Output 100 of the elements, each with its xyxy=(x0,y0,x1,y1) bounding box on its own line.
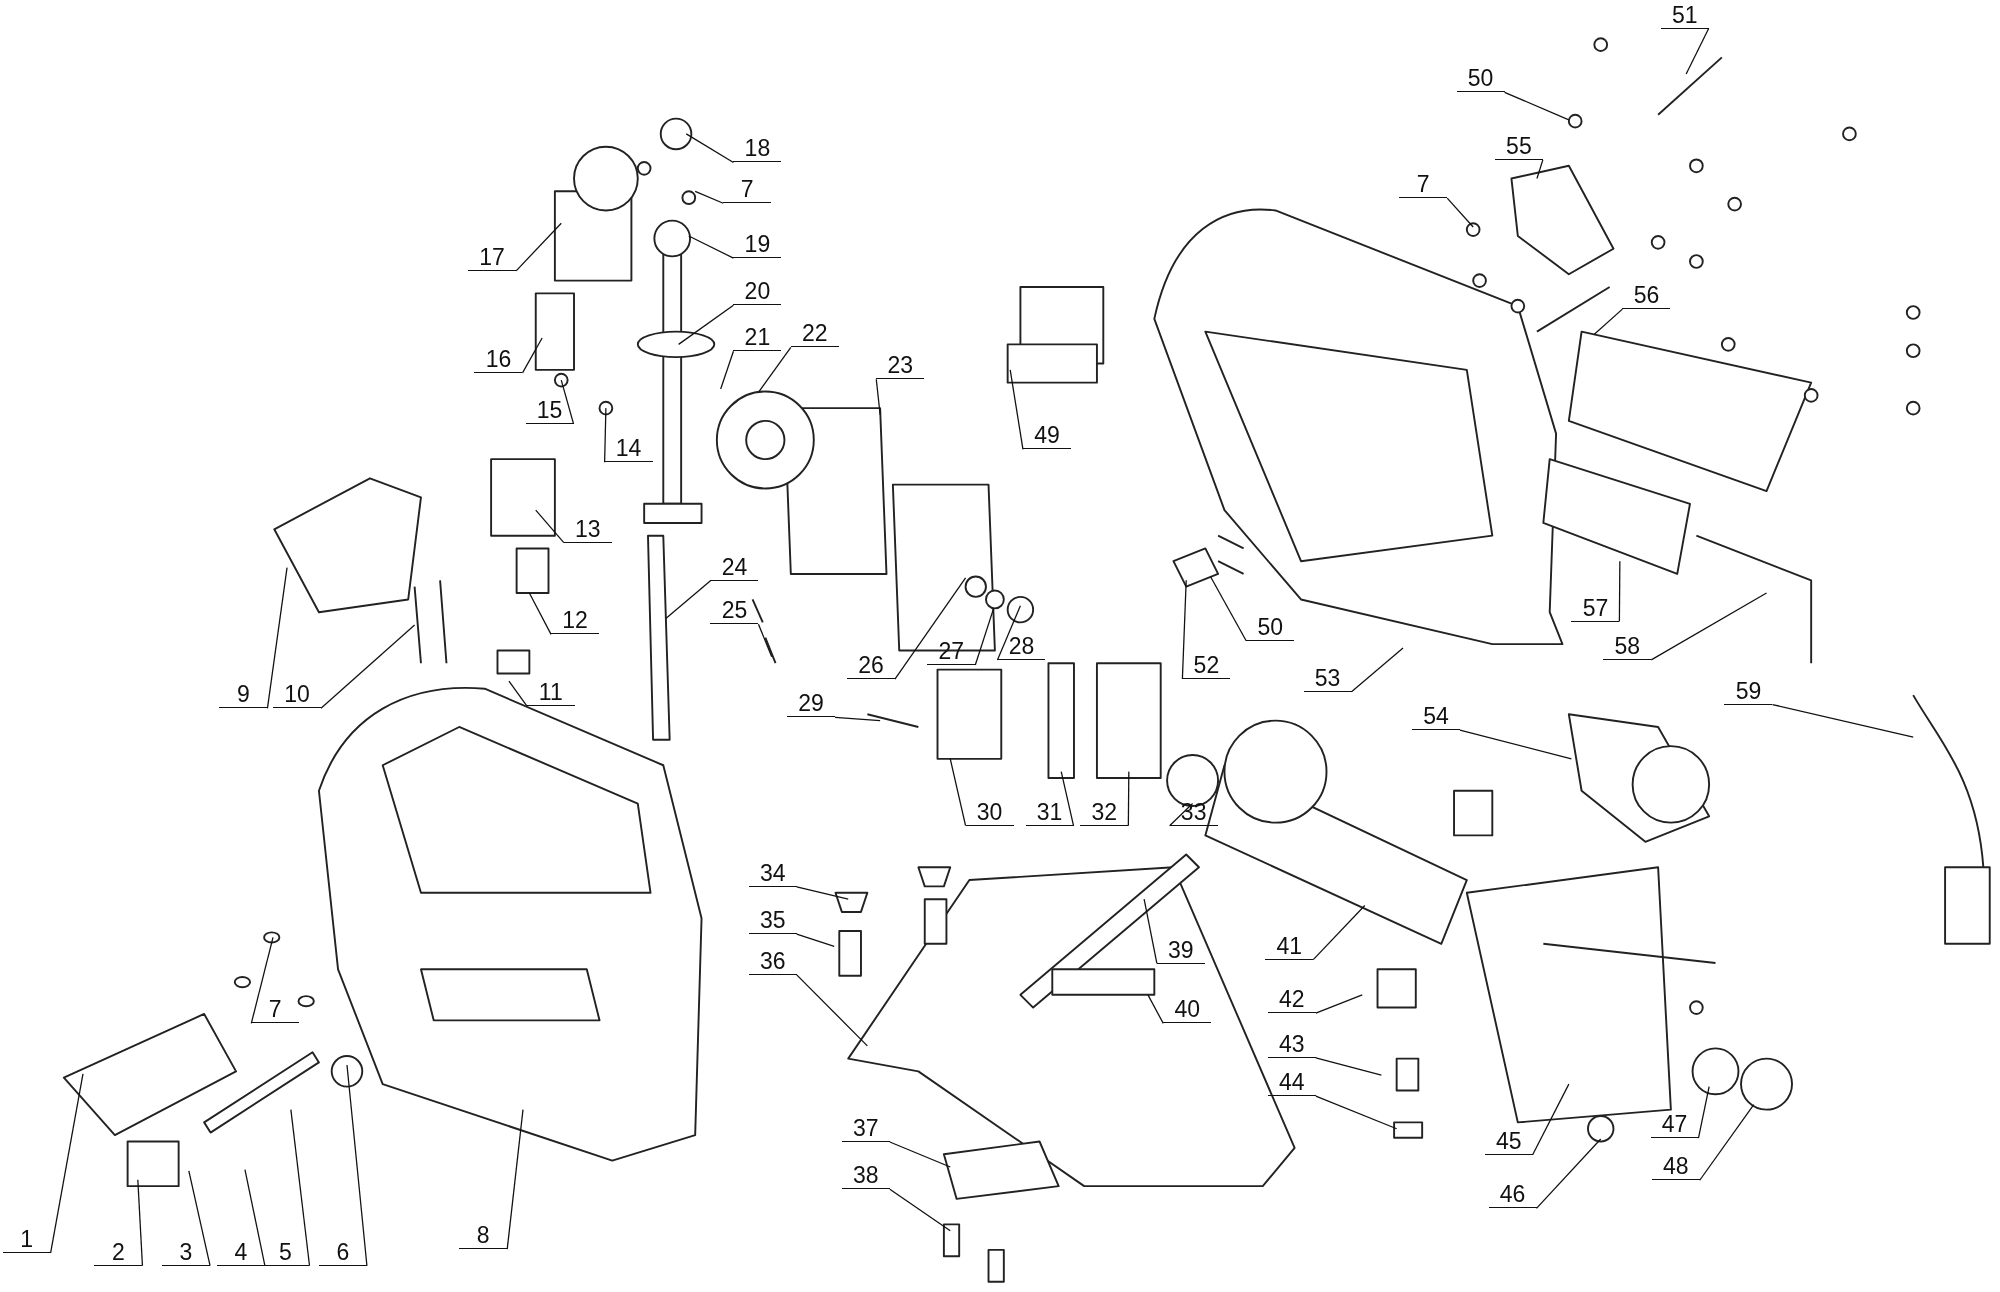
callout-number: 53 xyxy=(1303,665,1352,692)
callout-number: 11 xyxy=(526,679,575,706)
leader-line xyxy=(685,133,735,164)
leader-line xyxy=(188,1170,211,1267)
callout-number: 12 xyxy=(551,608,599,635)
callout-number: 31 xyxy=(1025,799,1074,826)
leader-line xyxy=(346,1064,368,1267)
leader-line xyxy=(677,304,735,345)
leader-line xyxy=(515,222,562,272)
callout-number: 34 xyxy=(748,860,797,887)
leader-line xyxy=(1503,91,1570,121)
callout-number: 24 xyxy=(710,554,759,581)
callout-number: 7 xyxy=(723,177,772,204)
callout-number: 43 xyxy=(1267,1031,1316,1058)
leader-line xyxy=(50,1073,84,1254)
callout-number: 17 xyxy=(468,244,517,271)
callout-number: 29 xyxy=(787,691,835,718)
leader-line xyxy=(1209,575,1247,642)
callout-number: 35 xyxy=(748,908,797,935)
callout-number: 45 xyxy=(1484,1128,1533,1155)
leader-line xyxy=(796,974,868,1047)
leader-line xyxy=(1009,369,1024,451)
callout-number: 39 xyxy=(1156,937,1205,964)
callout-number: 2 xyxy=(94,1239,143,1266)
callout-number: 4 xyxy=(216,1239,265,1266)
callout-number: 50 xyxy=(1456,66,1505,93)
leader-line xyxy=(1060,771,1075,827)
callout-number: 52 xyxy=(1182,653,1231,680)
callout-number: 28 xyxy=(997,633,1046,660)
leader-line xyxy=(528,592,552,635)
leader-line xyxy=(1315,1095,1398,1130)
callout-number: 46 xyxy=(1488,1182,1537,1209)
callout-number: 18 xyxy=(733,136,782,163)
callout-number: 30 xyxy=(965,799,1014,826)
leader-line xyxy=(244,1168,266,1267)
leader-line xyxy=(796,886,849,900)
callout-number: 7 xyxy=(251,997,300,1024)
leader-line xyxy=(290,1108,311,1267)
callout-number: 44 xyxy=(1267,1070,1316,1097)
callout-number: 26 xyxy=(846,653,895,680)
leader-line xyxy=(894,577,967,680)
leader-line xyxy=(889,1141,951,1168)
leader-line xyxy=(949,758,967,827)
callout-number: 51 xyxy=(1660,2,1709,29)
callout-number: 21 xyxy=(733,325,782,352)
leader-line xyxy=(1618,560,1621,623)
callout-number: 42 xyxy=(1267,987,1316,1014)
leader-line xyxy=(1536,159,1544,180)
leader-line xyxy=(688,235,735,259)
callout-number: 57 xyxy=(1571,595,1620,622)
callout-number: 40 xyxy=(1163,997,1212,1024)
callout-number: 58 xyxy=(1603,633,1652,660)
callout-number: 55 xyxy=(1494,133,1543,160)
leader-line xyxy=(1771,703,1914,738)
leader-line xyxy=(889,1188,951,1232)
leader-line xyxy=(1127,771,1130,827)
leader-line xyxy=(521,337,543,374)
leader-line xyxy=(665,580,712,620)
callout-number: 22 xyxy=(790,321,839,348)
leader-line xyxy=(1459,729,1573,760)
callout-number: 13 xyxy=(563,516,612,543)
callout-number: 48 xyxy=(1651,1154,1700,1181)
callout-number: 6 xyxy=(318,1239,367,1266)
callout-number: 7 xyxy=(1399,172,1448,199)
callout-number: 37 xyxy=(841,1116,890,1143)
leader-line xyxy=(1315,994,1363,1014)
leader-line xyxy=(1169,802,1194,827)
leader-line xyxy=(1532,1083,1570,1156)
callout-number: 20 xyxy=(733,279,782,306)
callout-number: 33 xyxy=(1169,799,1218,826)
callout-number: 23 xyxy=(876,353,925,380)
callout-number: 3 xyxy=(162,1239,210,1266)
leader-line xyxy=(508,680,528,707)
leader-line xyxy=(1446,197,1474,228)
leader-line xyxy=(1593,308,1624,335)
leader-line xyxy=(266,566,288,709)
leader-line xyxy=(1535,1138,1602,1209)
callout-number: 56 xyxy=(1622,283,1671,310)
callout-number: 10 xyxy=(272,682,321,709)
callout-number: 19 xyxy=(733,232,782,259)
leader-line xyxy=(974,607,995,666)
leader-line xyxy=(560,379,575,425)
callout-number: 49 xyxy=(1022,423,1071,450)
leader-line xyxy=(1315,1057,1382,1076)
callout-number: 36 xyxy=(748,948,797,975)
leader-line xyxy=(875,378,881,416)
leader-line xyxy=(1181,579,1187,680)
leader-line xyxy=(604,407,607,463)
leader-line xyxy=(1147,994,1164,1024)
leader-line xyxy=(694,190,724,204)
leader-line xyxy=(796,933,835,947)
callout-number: 8 xyxy=(459,1223,508,1250)
leader-line xyxy=(1685,27,1710,75)
leader-line xyxy=(1143,898,1158,965)
callout-number: 9 xyxy=(219,682,268,709)
callout-number: 25 xyxy=(710,598,759,625)
callout-number: 14 xyxy=(604,436,653,463)
leader-line xyxy=(535,509,565,544)
leader-line xyxy=(320,624,416,709)
callout-number: 41 xyxy=(1265,933,1314,960)
